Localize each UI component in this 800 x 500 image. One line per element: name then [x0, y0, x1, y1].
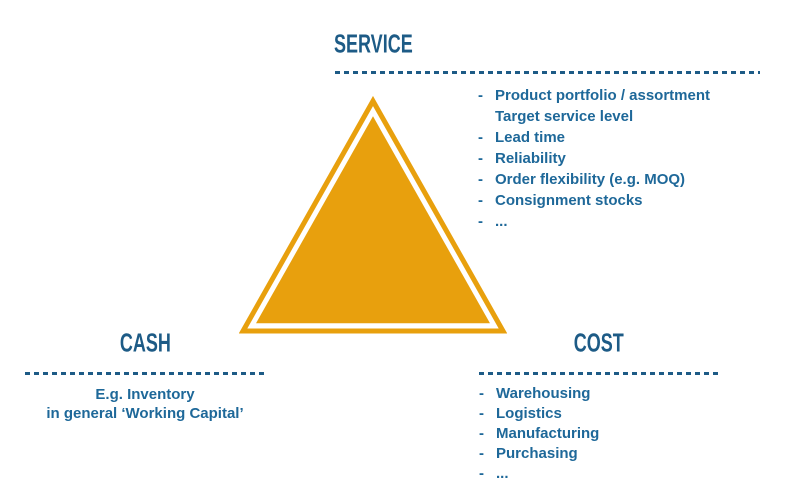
dash-bullet: -	[478, 150, 483, 167]
service-divider	[335, 71, 760, 74]
list-item-text: Reliability	[495, 150, 566, 167]
list-item: - ...	[478, 211, 710, 232]
dash-bullet: -	[479, 465, 484, 482]
list-item-text: Target service level	[495, 108, 634, 125]
cash-label: CASH	[25, 328, 265, 358]
dash-bullet: -	[478, 129, 483, 146]
triangle-fill	[256, 116, 490, 324]
list-item-text: Consignment stocks	[495, 192, 643, 209]
list-item: - Reliability	[478, 148, 710, 169]
cost-label: COST	[479, 328, 718, 358]
dash-bullet: -	[478, 213, 483, 230]
list-item-text: Purchasing	[496, 445, 578, 462]
list-item-text: Order flexibility (e.g. MOQ)	[495, 171, 686, 188]
list-item: - Warehousing	[479, 384, 599, 404]
list-item: - ...	[479, 464, 599, 484]
cost-label-text: COST	[573, 328, 624, 358]
dash-bullet: -	[478, 87, 483, 104]
dash-bullet: -	[478, 192, 483, 209]
dash-bullet: -	[479, 425, 484, 442]
triangle-outline	[238, 95, 508, 334]
cash-divider	[25, 372, 265, 375]
list-item: Target service level	[478, 106, 710, 127]
list-item: - Manufacturing	[479, 424, 599, 444]
cost-list: - Warehousing - Logistics - Manufacturin…	[479, 384, 599, 484]
dash-bullet: -	[479, 405, 484, 422]
list-item-text: Warehousing	[496, 385, 591, 402]
service-label: SERVICE	[334, 29, 443, 59]
list-item-text: Product portfolio / assortment	[495, 87, 711, 104]
dash-bullet: -	[478, 171, 483, 188]
triangle-graphic	[238, 95, 508, 336]
service-label-text: SERVICE	[334, 29, 413, 59]
list-item-text: ...	[496, 465, 509, 482]
cash-line: in general ‘Working Capital’	[46, 405, 244, 422]
cash-label-text: CASH	[119, 328, 171, 358]
list-item: - Consignment stocks	[478, 190, 710, 211]
list-item: - Logistics	[479, 404, 599, 424]
list-item: - Lead time	[478, 127, 710, 148]
list-item: - Purchasing	[479, 444, 599, 464]
list-item: - Product portfolio / assortment	[478, 85, 710, 106]
list-item: - Order flexibility (e.g. MOQ)	[478, 169, 710, 190]
cash-line: E.g. Inventory	[95, 386, 195, 403]
dash-bullet: -	[479, 385, 484, 402]
triangle-svg	[238, 95, 508, 334]
cost-divider	[479, 372, 718, 375]
list-item-text: Manufacturing	[496, 425, 600, 442]
service-list: - Product portfolio / assortment Target …	[478, 85, 710, 232]
list-item-text: ...	[495, 213, 508, 230]
dash-bullet: -	[479, 445, 484, 462]
list-item-text: Lead time	[495, 129, 566, 146]
list-item-text: Logistics	[496, 405, 562, 422]
cash-description: E.g. Inventory in general ‘Working Capit…	[5, 385, 285, 423]
